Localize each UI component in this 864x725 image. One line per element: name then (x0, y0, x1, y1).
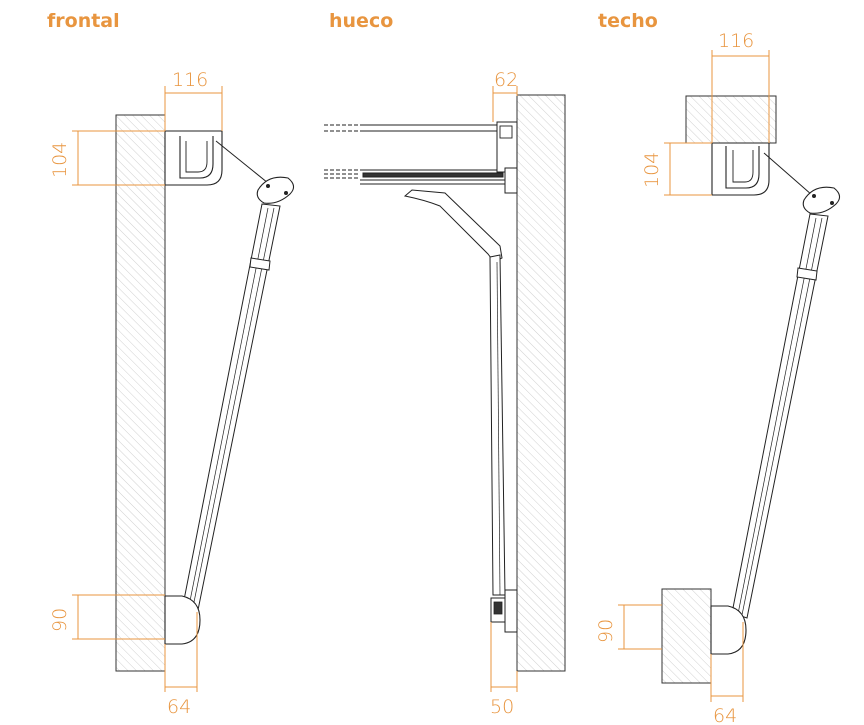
view-title-hueco: hueco (329, 10, 394, 32)
awning-box (324, 121, 518, 194)
top-bracket (164, 130, 223, 186)
dim-techo-bottom-height: 90 (595, 619, 617, 643)
dim-frontal-top-width: 116 (172, 69, 208, 91)
view-title-techo: techo (598, 10, 658, 32)
hueco-view: 62 50 (324, 69, 566, 718)
bottom-mount (164, 595, 201, 645)
dim-techo-top-height: 104 (641, 152, 663, 188)
view-title-frontal: frontal (47, 10, 120, 32)
wall (115, 114, 166, 672)
hinge-head (802, 186, 841, 214)
dim-techo-top-width: 116 (718, 30, 754, 52)
dim-hueco-top-width: 62 (494, 69, 518, 91)
top-bracket (711, 142, 770, 196)
cable (763, 152, 813, 196)
dim-hueco-bottom-width: 50 (490, 696, 514, 718)
cable (215, 140, 269, 184)
wall (516, 94, 566, 672)
hinge-head (256, 176, 295, 204)
dim-frontal-top-height: 104 (49, 142, 71, 178)
dimension-lines (72, 86, 223, 692)
arm (403, 189, 518, 633)
dim-frontal-bottom-width: 64 (167, 696, 191, 718)
techo-view: 116 104 90 64 (595, 30, 841, 725)
arm (182, 203, 281, 611)
arm (731, 213, 829, 619)
dimension-lines (490, 86, 518, 692)
dimension-lines (618, 50, 770, 702)
dim-techo-bottom-width: 64 (713, 705, 737, 725)
frontal-view: 116 104 90 64 (49, 69, 295, 718)
dim-frontal-bottom-height: 90 (49, 608, 71, 632)
bottom-mount (710, 605, 747, 655)
wall-block (661, 588, 712, 684)
ceiling-block (685, 95, 777, 144)
